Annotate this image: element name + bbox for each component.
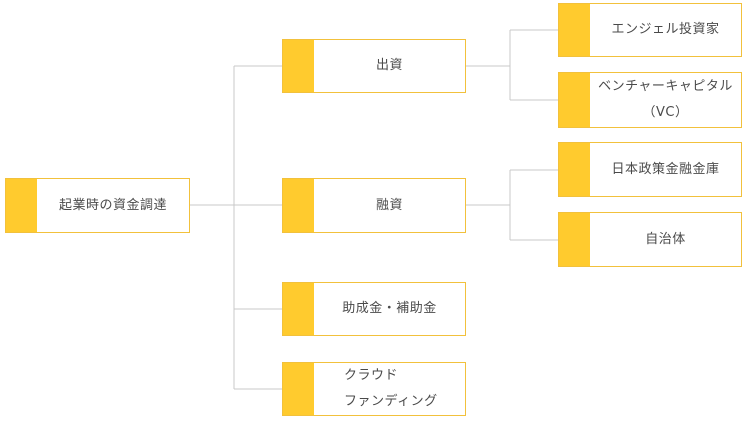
leaf-node-vc-label: ベンチャーキャピタル （VC） <box>598 79 733 120</box>
branch-node-subsidy: 助成金・補助金 <box>282 282 466 336</box>
leaf-node-jfc-label: 日本政策金融金庫 <box>611 161 720 177</box>
branch-node-investment-accent <box>283 40 314 92</box>
leaf-node-angel-label: エンジェル投資家 <box>611 22 720 37</box>
branch-node-crowdfunding-accent <box>283 363 314 415</box>
leaf-node-jfc-accent <box>559 143 590 196</box>
branch-node-loan-accent <box>283 179 314 232</box>
leaf-node-angel: エンジェル投資家 <box>558 3 742 57</box>
branch-node-investment: 出資 <box>282 39 466 93</box>
root-node: 起業時の資金調達 <box>5 178 190 233</box>
leaf-node-local-gov: 自治体 <box>558 212 742 267</box>
root-node-label: 起業時の資金調達 <box>58 197 167 213</box>
branch-node-crowdfunding: クラウド ファンディング <box>282 362 466 416</box>
leaf-node-local-gov-accent <box>559 213 590 266</box>
branch-node-investment-label: 出資 <box>375 58 403 73</box>
leaf-node-jfc: 日本政策金融金庫 <box>558 142 742 197</box>
leaf-node-local-gov-label: 自治体 <box>645 231 686 247</box>
root-node-accent <box>6 179 37 232</box>
leaf-node-angel-accent <box>559 4 590 56</box>
branch-node-subsidy-label: 助成金・補助金 <box>342 301 437 316</box>
branch-node-crowdfunding-label: クラウド ファンディング <box>344 368 438 409</box>
leaf-node-vc: ベンチャーキャピタル （VC） <box>558 72 742 128</box>
leaf-node-vc-accent <box>559 73 590 127</box>
branch-node-subsidy-accent <box>283 283 314 335</box>
branch-node-loan: 融資 <box>282 178 466 233</box>
branch-node-loan-label: 融資 <box>375 197 403 213</box>
